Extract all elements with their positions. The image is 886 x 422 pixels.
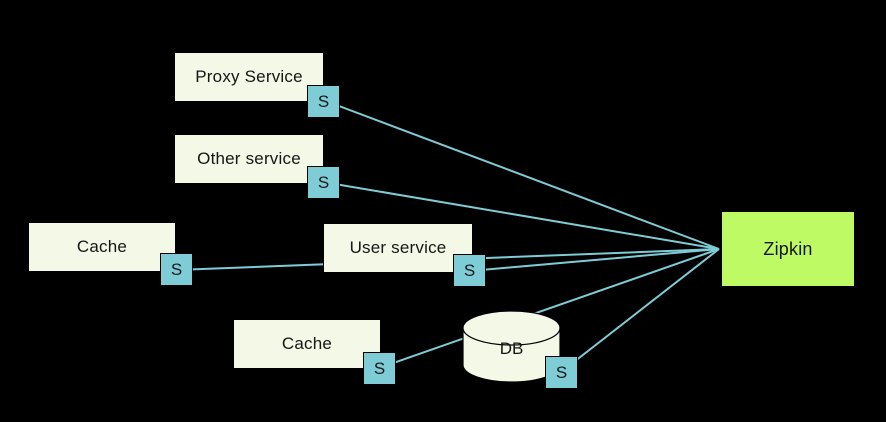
transport-line-other_service_s-to-zipkin	[322, 181, 720, 250]
node-user-service-label: User service	[349, 238, 447, 257]
node-proxy-service: Proxy Service	[174, 52, 324, 102]
node-other-service-label: Other service	[197, 149, 301, 168]
node-user-service: User service	[323, 223, 473, 273]
span-badge-cache-bottom: S	[363, 352, 396, 385]
span-badge-other-service: S	[307, 166, 340, 199]
node-cache-bottom: Cache	[233, 319, 381, 369]
node-zipkin: Zipkin	[721, 211, 855, 287]
span-badge-proxy-service: S	[307, 85, 340, 118]
node-cache-bottom-label: Cache	[281, 334, 333, 353]
transport-line-cache_bottom_s-to-zipkin	[378, 248, 720, 369]
db-cylinder-icon	[462, 310, 561, 383]
span-badge-cache-left: S	[160, 253, 193, 286]
node-cache-left-label: Cache	[76, 237, 128, 256]
node-cache-left: Cache	[28, 222, 176, 272]
span-badge-db: S	[545, 356, 578, 389]
node-proxy-service-label: Proxy Service	[195, 67, 303, 86]
transport-line-user_service_s-to-zipkin	[469, 248, 720, 272]
transport-line-proxy_service_s-to-zipkin	[322, 99, 720, 250]
node-zipkin-label: Zipkin	[763, 238, 813, 259]
node-other-service: Other service	[174, 134, 324, 184]
span-badge-user-service: S	[453, 254, 486, 287]
transport-line-db_s-to-zipkin	[560, 248, 720, 373]
node-db-label: DB	[499, 339, 524, 358]
